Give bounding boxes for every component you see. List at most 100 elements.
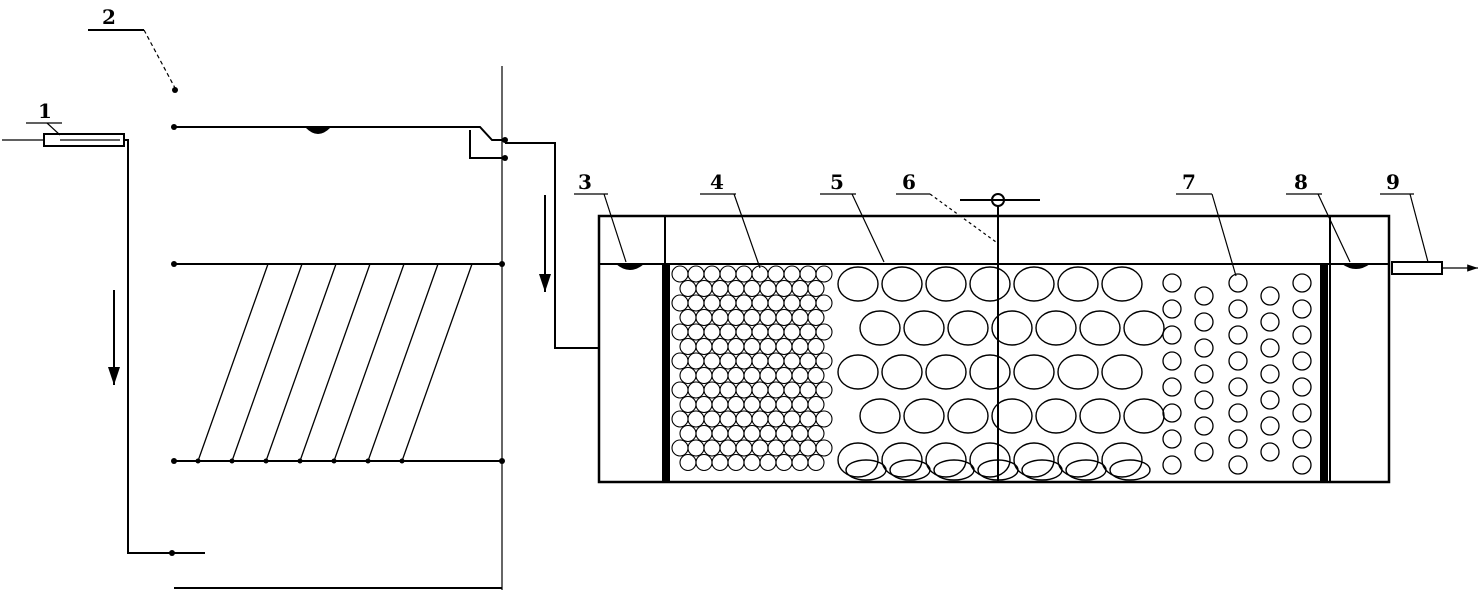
fine-media-grain (799, 439, 817, 457)
fine-media-grain (727, 279, 745, 298)
ring-media-ball (1228, 377, 1248, 397)
fine-media-grain (727, 337, 745, 356)
coarse-media-stone (1065, 459, 1107, 481)
inclined-plate (401, 263, 473, 462)
settling-tank (2, 29, 508, 590)
inclined-plate (197, 263, 269, 462)
fine-media-grain (695, 279, 713, 298)
label-3: 3 (578, 170, 592, 194)
fine-media-grain (775, 366, 793, 385)
coarse-media-stone (1013, 442, 1055, 478)
fine-media-grain (679, 366, 697, 385)
inclined-plate (299, 263, 371, 462)
coarse-media-stone (837, 442, 879, 478)
fine-media-grain (687, 410, 705, 428)
fine-media-grain (759, 453, 777, 472)
filter-bed (597, 193, 1478, 484)
ring-media-ball (1260, 416, 1280, 436)
ring-media-ball (1162, 403, 1182, 423)
fine-media-grain (743, 366, 761, 385)
ring-media-ball (1194, 390, 1214, 410)
fine-media-grain (815, 294, 833, 312)
fine-media-grain (671, 265, 689, 283)
fine-media-grain (687, 294, 705, 312)
ring-media-ball (1228, 325, 1248, 345)
fine-media-grain (703, 410, 721, 428)
coarse-media-stone (1101, 442, 1143, 478)
coarse-media-stone (1057, 266, 1099, 302)
fine-media-grain (791, 279, 809, 298)
fine-media-grain (735, 439, 753, 457)
ring-media-ball (1292, 325, 1312, 345)
fine-media-grain (767, 410, 785, 428)
fine-media-grain (727, 453, 745, 472)
label-9: 9 (1386, 170, 1400, 194)
fine-media-grain (791, 424, 809, 443)
coarse-media-stone (881, 354, 923, 390)
fine-media-grain (719, 352, 737, 370)
fine-media-grain (719, 294, 737, 312)
fine-media-grain (775, 395, 793, 414)
fine-media-grain (711, 308, 729, 327)
fine-media-grain (727, 395, 745, 414)
fine-media-grain (679, 395, 697, 414)
plate-node (297, 458, 303, 464)
fine-media-grain (815, 410, 833, 428)
label-1: 1 (38, 99, 52, 123)
ring-media-ball (1194, 312, 1214, 332)
fine-media-grain (679, 453, 697, 472)
fine-media-grain (727, 366, 745, 385)
fine-media-grain (751, 265, 769, 283)
fine-media-grain (671, 410, 689, 428)
fine-media-grain (807, 395, 825, 414)
coarse-media-stone (925, 266, 967, 302)
ring-media-ball (1228, 351, 1248, 371)
fine-media-grain (703, 439, 721, 457)
fine-media-grain (783, 439, 801, 457)
inclined-plate (333, 263, 405, 462)
fine-media-grain (791, 308, 809, 327)
fine-media-grain (759, 424, 777, 443)
ring-media-ball (1292, 299, 1312, 319)
ring-media-ball (1162, 351, 1182, 371)
fine-media-grain (719, 323, 737, 341)
ring-media-ball (1292, 455, 1312, 475)
fine-media-grain (695, 424, 713, 443)
fine-media-grain (703, 265, 721, 283)
fine-media-grain (759, 308, 777, 327)
coarse-media-stone (881, 442, 923, 478)
fine-media-grain (687, 323, 705, 341)
ring-media-ball (1292, 429, 1312, 449)
ring-media-ball (1194, 286, 1214, 306)
fine-media-grain (719, 439, 737, 457)
fine-media-grain (679, 308, 697, 327)
fine-media-grain (695, 337, 713, 356)
fine-media-grain (671, 352, 689, 370)
fine-media-grain (695, 366, 713, 385)
ring-media-ball (1292, 351, 1312, 371)
fine-media-grain (743, 279, 761, 298)
plate-node (229, 458, 235, 464)
ring-media-ball (1228, 299, 1248, 319)
fine-media-grain (727, 308, 745, 327)
fine-media-grain (783, 294, 801, 312)
coarse-media-stone (991, 398, 1033, 434)
fine-media-grain (671, 381, 689, 399)
plate-node (399, 458, 405, 464)
coarse-media-stone (933, 459, 975, 481)
coarse-media-stone (969, 266, 1011, 302)
coarse-media-stone (1101, 354, 1143, 390)
inclined-plate (367, 263, 439, 462)
fine-media-grain (799, 294, 817, 312)
fine-media-grain (751, 352, 769, 370)
fine-media-grain (791, 395, 809, 414)
plate-node (365, 458, 371, 464)
fine-media-grain (751, 294, 769, 312)
coarse-media-stone (977, 459, 1019, 481)
label-2: 2 (102, 5, 116, 29)
ring-media-ball (1292, 403, 1312, 423)
fine-media-grain (791, 337, 809, 356)
fine-media-grain (735, 265, 753, 283)
fine-media-grain (799, 381, 817, 399)
